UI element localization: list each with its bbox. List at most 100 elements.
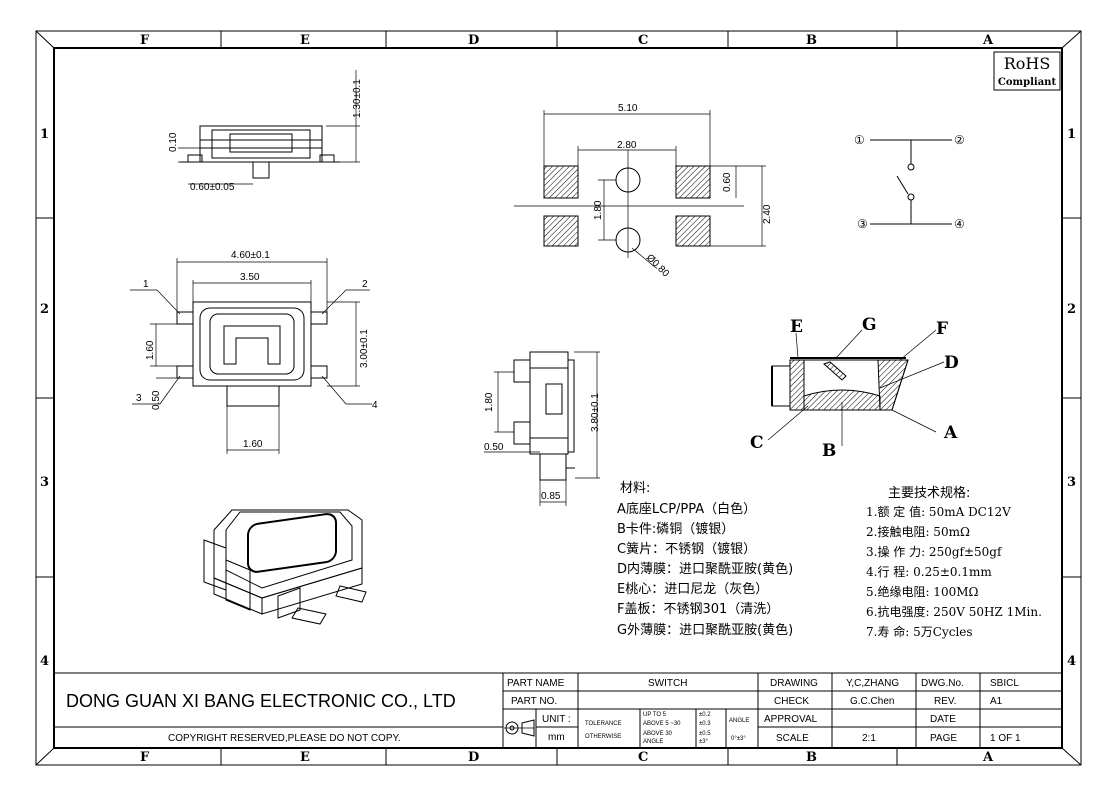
section-label-e: E — [790, 317, 803, 337]
check-value: G.C.Chen — [850, 696, 894, 707]
part-name-label: PART NAME — [507, 678, 565, 689]
side-dim-thick: 0.10 — [168, 132, 179, 152]
material-item: F盖板：不锈钢301（清洗） — [617, 602, 779, 617]
specs-title: 主要技术规格: — [888, 485, 970, 501]
material-item: D内薄膜：进口聚酰亚胺(黄色) — [617, 561, 793, 577]
pcb-footprint: 5.10 2.80 0.60 1.80 2.40 Ø0.80 — [514, 103, 773, 280]
angle-value: 0°±3° — [731, 736, 746, 742]
row-label-right-2: 2 — [1067, 302, 1076, 317]
section-label-g: G — [862, 315, 877, 335]
materials-list: 材料: A底座LCP/PPA（白色） B卡件:磷铜（镀银） C簧片：不锈钢（镀银… — [617, 481, 793, 638]
tol-range-1: UP TO 5 — [643, 712, 667, 718]
spec-item: 1.额 定 值: 50mA DC12V — [866, 504, 1011, 519]
copyright-notice: COPYRIGHT RESERVED,PLEASE DO NOT COPY. — [168, 733, 401, 744]
material-item: B卡件:磷铜（镀银） — [617, 521, 734, 537]
tol-value-3: ±0.5 — [699, 731, 711, 737]
top-pin-4: 4 — [372, 400, 378, 411]
end-dim-b: 0.50 — [484, 442, 504, 453]
fp-dim-pad: 0.60 — [722, 172, 733, 192]
row-label-right-1: 1 — [1067, 127, 1076, 142]
dwg-no-value: SBICL — [990, 678, 1019, 689]
sch-pin-1: ① — [854, 133, 865, 147]
spec-item: 5.绝缘电阻: 100MΩ — [866, 584, 978, 599]
spec-item: 6.抗电强度: 250V 50HZ 1Min. — [866, 604, 1042, 619]
drawing-label: DRAWING — [770, 678, 818, 689]
row-label-left-2: 2 — [40, 302, 49, 317]
side-view: 1.30±0.1 0.10 0.60±0.05 — [168, 70, 363, 193]
rohs-badge: RoHS Compliant — [993, 51, 1061, 91]
unit-value: mm — [548, 732, 565, 743]
col-label-bottom-f: F — [140, 750, 150, 765]
frame-labels: F E D C B A F E D C B A 1 2 3 4 1 2 3 4 — [40, 33, 1076, 765]
col-label-bottom-c: C — [638, 750, 648, 765]
tol-range-4: ANGLE — [643, 739, 663, 745]
dwg-no-label: DWG.No. — [921, 678, 964, 689]
material-item: G外薄膜：进口聚酰亚胺(黄色) — [617, 622, 793, 638]
side-dim-lead: 0.60±0.05 — [190, 182, 235, 193]
section-label-d: D — [944, 353, 959, 373]
rev-value: A1 — [990, 696, 1003, 707]
fp-dim-height: 2.40 — [762, 204, 773, 224]
switch-schematic: ① ② ③ ④ — [854, 133, 965, 231]
section-label-f: F — [936, 319, 948, 339]
col-label-bottom-b: B — [806, 750, 817, 765]
col-label-bottom-e: E — [300, 750, 310, 765]
drawing-value: Y,C,ZHANG — [846, 678, 899, 689]
row-label-left-4: 4 — [40, 654, 49, 669]
col-label-top-a: A — [982, 33, 994, 48]
spec-item: 3.操 作 力: 250gf±50gf — [866, 544, 1003, 559]
top-dim-inner: 3.50 — [240, 272, 260, 283]
col-label-top-b: B — [806, 33, 817, 48]
scale-value: 2:1 — [862, 733, 876, 744]
side-dim-height: 1.30±0.1 — [352, 79, 363, 118]
end-view: 1.80 0.50 3.80±0.1 0.85 — [484, 351, 601, 506]
col-label-bottom-a: A — [982, 750, 994, 765]
material-item: E桃心：进口尼龙（灰色） — [617, 581, 768, 597]
materials-title: 材料: — [620, 481, 650, 496]
top-dim-bottom: 1.60 — [243, 439, 263, 450]
material-item: C簧片：不锈钢（镀银） — [617, 541, 756, 557]
title-block: DONG GUAN XI BANG ELECTRONIC CO., LTD CO… — [54, 672, 1062, 748]
fp-dim-hole: Ø0.80 — [644, 252, 671, 279]
section-label-b: B — [822, 441, 836, 461]
rohs-compliant-text: Compliant — [998, 77, 1057, 88]
page-value: 1 OF 1 — [990, 733, 1021, 744]
unit-label: UNIT : — [542, 714, 571, 725]
spec-item: 7.寿 命: 5万Cycles — [866, 624, 973, 639]
approval-label: APPROVAL — [764, 714, 818, 725]
row-label-right-4: 4 — [1067, 654, 1076, 669]
row-label-left-3: 3 — [40, 475, 49, 490]
otherwise-label: OTHERWISE — [585, 734, 621, 740]
tol-value-4: ±3° — [699, 739, 709, 745]
sch-pin-2: ② — [954, 133, 965, 147]
sch-pin-3: ③ — [857, 217, 868, 231]
page-label: PAGE — [930, 733, 957, 744]
top-dim-width: 4.60±0.1 — [231, 250, 270, 261]
material-item: A底座LCP/PPA（白色） — [617, 501, 756, 517]
fp-dim-width: 5.10 — [618, 103, 638, 114]
fp-dim-inner: 2.80 — [617, 140, 637, 151]
row-label-right-3: 3 — [1067, 475, 1076, 490]
col-label-top-f: F — [140, 33, 150, 48]
top-dim-lead: 0.50 — [151, 390, 162, 410]
projection-symbol-icon — [504, 719, 535, 737]
check-label: CHECK — [774, 696, 809, 707]
part-name-value: SWITCH — [648, 678, 687, 689]
tol-value-1: ±0.2 — [699, 712, 711, 718]
angle-label: ANGLE — [729, 718, 749, 724]
scale-label: SCALE — [776, 733, 809, 744]
sch-pin-4: ④ — [954, 217, 965, 231]
col-label-bottom-d: D — [468, 750, 479, 765]
section-label-a: A — [943, 423, 958, 443]
top-view: 1 2 3 4 4.60±0.1 3.50 3.00±0.1 1.60 0.50… — [130, 250, 378, 454]
row-label-left-1: 1 — [40, 127, 49, 142]
spec-item: 4.行 程: 0.25±0.1mm — [866, 564, 992, 579]
col-label-top-e: E — [300, 33, 310, 48]
end-dim-c: 3.80±0.1 — [590, 393, 601, 432]
rohs-text: RoHS — [1004, 54, 1051, 73]
spec-item: 2.接触电阻: 50mΩ — [866, 524, 970, 539]
end-dim-d: 0.85 — [541, 491, 561, 502]
company-name: DONG GUAN XI BANG ELECTRONIC CO., LTD — [66, 691, 456, 711]
rev-label: REV. — [934, 696, 956, 707]
